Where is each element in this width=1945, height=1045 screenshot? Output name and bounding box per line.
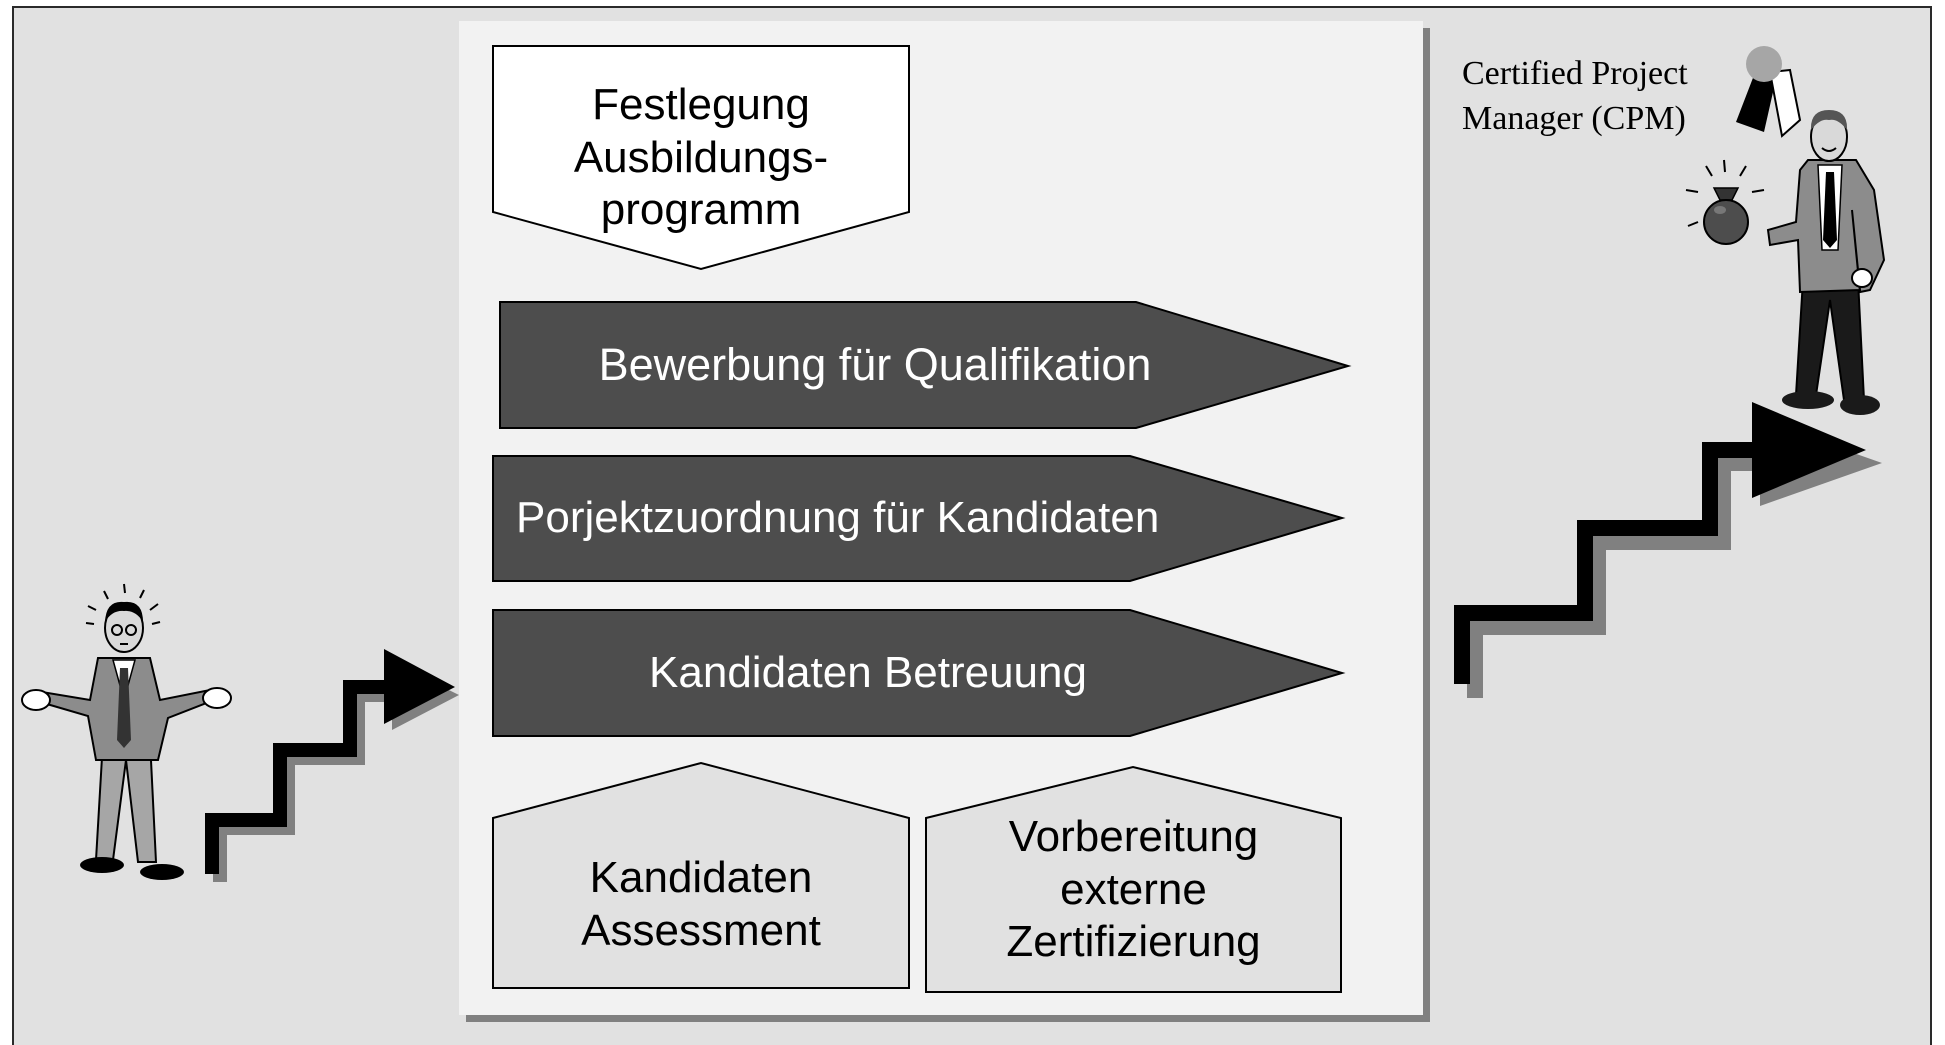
bottom-step-text-2: Vorbereitung externe Zertifizierung bbox=[1006, 811, 1261, 967]
award-ribbon-icon bbox=[1736, 46, 1802, 138]
arrow-text-2: Porjektzuordnung für Kandidaten bbox=[516, 493, 1160, 543]
confused-man-icon bbox=[21, 583, 232, 880]
certificate-caption: Certified Project Manager (CPM) bbox=[1462, 55, 1688, 137]
bottom-step-label-2: Vorbereitung externe Zertifizierung bbox=[946, 795, 1321, 985]
arrow-shape-3 bbox=[492, 609, 1346, 737]
arrow-label-1: Bewerbung für Qualifikation bbox=[500, 302, 1250, 428]
arrow-text-3: Kandidaten Betreuung bbox=[649, 647, 1087, 697]
arrow-label-3: Kandidaten Betreuung bbox=[493, 610, 1243, 736]
top-step-label: Festlegung Ausbildungs-programm bbox=[503, 68, 899, 248]
arrow-shape-1 bbox=[499, 301, 1352, 429]
stair-arrow-icon bbox=[1454, 402, 1882, 698]
bottom-step-shape-2 bbox=[925, 765, 1342, 993]
top-step-shape bbox=[492, 45, 910, 271]
certified-businessman-icon bbox=[1766, 110, 1886, 415]
arrow-label-2: Porjektzuordnung für Kandidaten bbox=[493, 456, 1275, 581]
arrow-shape-2 bbox=[492, 455, 1346, 582]
bottom-step-shape-1 bbox=[492, 761, 910, 989]
arrow-text-1: Bewerbung für Qualifikation bbox=[598, 339, 1152, 390]
bottom-step-label-1: Kandidaten Assessment bbox=[513, 835, 889, 975]
top-step-text: Festlegung Ausbildungs-programm bbox=[573, 79, 829, 235]
money-bag-icon bbox=[1685, 159, 1765, 245]
bottom-step-text-1: Kandidaten Assessment bbox=[581, 853, 821, 955]
stair-arrow-icon bbox=[205, 649, 459, 882]
